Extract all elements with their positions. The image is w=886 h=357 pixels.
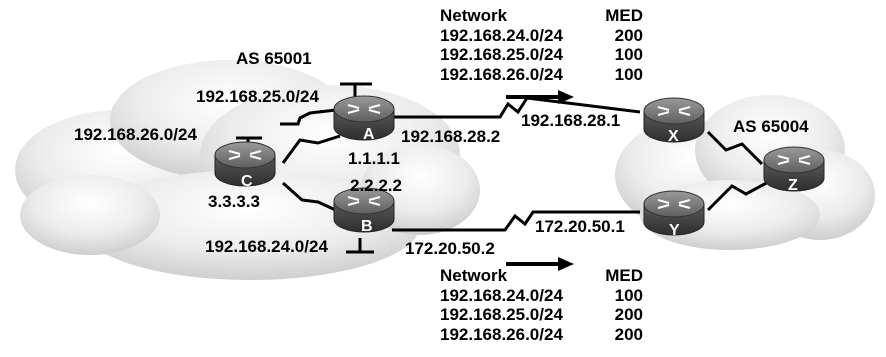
router-y-label: Y (669, 222, 680, 239)
med-table-bottom: Network MED 192.168.24.0/24 100 192.168.… (440, 266, 643, 344)
router-a-icon (333, 95, 395, 141)
router-z-icon (763, 146, 825, 192)
lan-a (280, 108, 337, 126)
link-a-x (392, 96, 641, 119)
links (236, 82, 773, 254)
router-z-label: Z (788, 177, 798, 194)
table-header: Network MED (440, 6, 643, 26)
arrows (506, 90, 574, 271)
link-ip-a-side: 192.168.28.2 (401, 127, 501, 146)
med-table-top: Network MED 192.168.24.0/24 200 192.168.… (440, 6, 643, 84)
router-y-icon (643, 190, 705, 236)
table-row: 192.168.25.0/24 100 (440, 45, 643, 65)
link-a-c (281, 134, 341, 164)
header-med: MED (605, 6, 643, 25)
router-c-id: 3.3.3.3 (208, 192, 260, 211)
row-network: 192.168.24.0/24 (440, 285, 563, 305)
table-row: 192.168.26.0/24 200 (440, 325, 643, 345)
row-med: 100 (614, 285, 643, 305)
row-med: 200 (614, 25, 643, 45)
row-med: 200 (614, 305, 643, 324)
table-row: 192.168.24.0/24 100 (440, 286, 643, 306)
header-med: MED (605, 266, 643, 285)
router-b-icon (333, 187, 395, 233)
cloud-as-65001 (15, 60, 480, 280)
row-network: 192.168.26.0/24 (440, 324, 563, 344)
as-65001-label: AS 65001 (236, 49, 312, 68)
link-y-z (706, 178, 773, 212)
link-b-y (392, 210, 640, 232)
row-network: 192.168.25.0/24 (440, 305, 563, 324)
network-label-a-lan: 192.168.25.0/24 (196, 87, 319, 106)
router-a-label: A (363, 126, 375, 143)
link-ip-b-side: 172.20.50.2 (405, 239, 495, 258)
router-a-id: 1.1.1.1 (348, 149, 400, 168)
table-row: 192.168.25.0/24 200 (440, 305, 643, 325)
router-b-label: B (361, 218, 373, 235)
row-network: 192.168.26.0/24 (440, 64, 563, 84)
table-row: 192.168.24.0/24 200 (440, 26, 643, 46)
link-ip-x-side: 192.168.28.1 (521, 111, 621, 130)
router-c-label: C (241, 173, 253, 190)
row-med: 100 (614, 64, 643, 84)
router-b-id: 2.2.2.2 (350, 176, 402, 195)
router-c-icon (214, 141, 276, 187)
table-row: 192.168.26.0/24 100 (440, 65, 643, 85)
row-network: 192.168.25.0/24 (440, 45, 563, 64)
row-med: 100 (614, 45, 643, 64)
router-x-icon (643, 97, 705, 143)
row-med: 200 (614, 324, 643, 344)
router-x-label: X (668, 128, 679, 145)
header-network: Network (440, 266, 508, 285)
link-ip-y-side: 172.20.50.1 (535, 217, 625, 236)
header-network: Network (440, 6, 508, 25)
network-label-b-lan: 192.168.24.0/24 (205, 237, 328, 256)
row-network: 192.168.24.0/24 (440, 25, 563, 45)
network-label-c-lan: 192.168.26.0/24 (74, 125, 197, 144)
as-65004-label: AS 65004 (733, 117, 809, 136)
link-b-c (281, 181, 341, 214)
table-header: Network MED (440, 266, 643, 286)
link-x-z (706, 130, 764, 166)
